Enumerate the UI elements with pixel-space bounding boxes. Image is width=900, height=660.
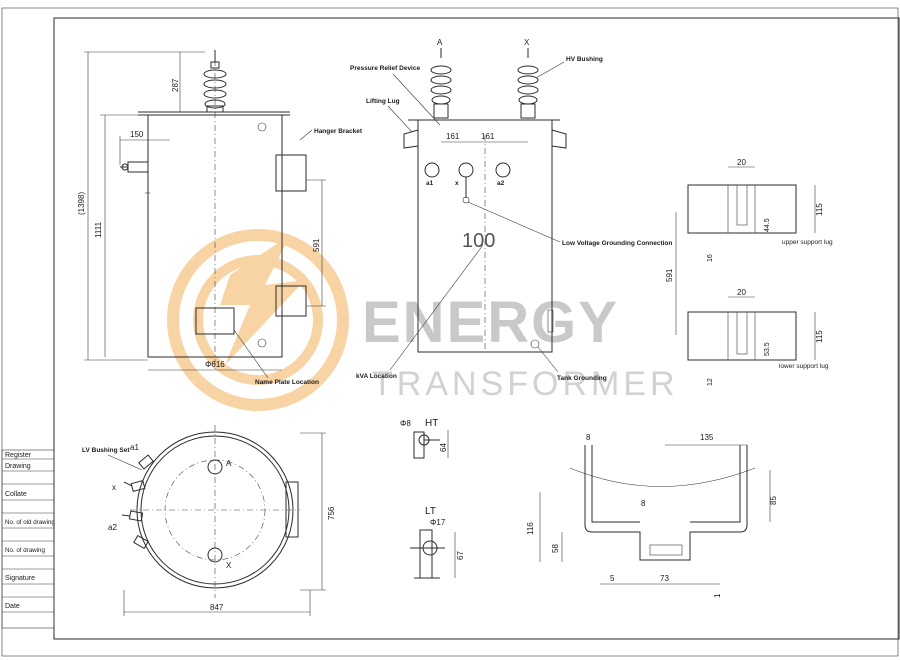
title-block: Register Drawing Collate No. of old draw… xyxy=(1,449,55,629)
title-row-register: Register xyxy=(5,452,32,459)
top-label-X: X xyxy=(226,561,232,570)
dim-right-161: 161 xyxy=(481,132,495,141)
dim-lug-height-upper: 115 xyxy=(815,203,824,216)
lt-height: 67 xyxy=(456,551,465,560)
watermark-line2: TRANSFORMER xyxy=(372,365,679,403)
lt-title: LT xyxy=(425,506,436,517)
sec-dim-8b: 8 xyxy=(641,499,646,508)
hv-terminal-X-top xyxy=(207,547,223,563)
ht-title: HT xyxy=(425,418,438,429)
top-view: A X LV Bushing Set a1 x a2 847 756 xyxy=(82,425,336,616)
label-lifting-lug: Lifting Lug xyxy=(366,98,400,105)
dim-diameter: Φ616 xyxy=(205,360,225,369)
lv-bushing-icon xyxy=(120,161,149,173)
dim-top-width: 847 xyxy=(210,603,224,612)
dim-lug-width-upper: 20 xyxy=(737,158,746,167)
label-name-plate: Name Plate Location xyxy=(255,379,319,386)
dim-lug-slot-upper: 44.5 xyxy=(764,218,771,232)
lt-dia: Φ17 xyxy=(430,518,446,527)
top-label-a1: a1 xyxy=(130,443,139,452)
dim-lug-height-lower: 115 xyxy=(815,330,824,343)
dim-lug-offset-upper: 16 xyxy=(707,254,714,262)
dim-tank-height: 1111 xyxy=(94,221,103,238)
title-row-date: Date xyxy=(5,603,20,610)
sec-dim-135: 135 xyxy=(700,433,714,442)
ht-dia: Φ8 xyxy=(400,419,411,428)
terminal-a2: a2 xyxy=(497,180,505,187)
lt-detail: LT Φ17 67 xyxy=(410,506,465,579)
title-row-signature: Signature xyxy=(5,575,35,582)
label-lv-grounding: Low Voltage Grounding Connection xyxy=(562,240,672,247)
sec-dim-5: 5 xyxy=(610,574,615,583)
front-view: A X a1 x a2 161 161 100 Pressure Relief … xyxy=(350,38,672,382)
kva-rating: 100 xyxy=(462,230,495,252)
hv-bushing-icon xyxy=(203,50,227,113)
title-row-old-drawing: No. of old drawing xyxy=(5,519,55,526)
hv-bushing-x-icon xyxy=(517,48,539,119)
title-row-drawing-no: No. of drawing xyxy=(5,547,45,554)
label-pressure-relief: Pressure Relief Device xyxy=(350,65,420,72)
outer-border xyxy=(1,7,899,657)
terminal-A: A xyxy=(437,38,443,47)
watermark: ENERGY TRANSFORMER xyxy=(167,229,679,411)
dim-lug-width-lower: 20 xyxy=(737,288,746,297)
sec-dim-8: 8 xyxy=(586,433,591,442)
name-plate xyxy=(195,307,235,335)
dim-bushing-height: 287 xyxy=(171,78,180,92)
sec-dim-58: 58 xyxy=(551,544,560,553)
dim-lug-offset-lower: 12 xyxy=(707,378,714,386)
top-label-x: x xyxy=(112,483,116,492)
dim-lug-slot-lower: 53.5 xyxy=(764,342,771,356)
label-hanger-bracket: Hanger Bracket xyxy=(314,128,363,135)
dim-lug-spacing: 591 xyxy=(665,268,674,282)
terminal-X: X xyxy=(524,38,530,47)
sec-dim-73: 73 xyxy=(660,574,669,583)
label-upper-lug: upper support lug xyxy=(782,239,833,246)
lv-bushing-set-icon xyxy=(121,454,154,550)
side-view: (1398) 1111 287 150 591 Φ616 Hanger Brac… xyxy=(77,50,363,386)
label-tank-grounding: Tank Grounding xyxy=(557,375,607,382)
top-label-lv-bushing: LV Bushing Set xyxy=(82,447,130,454)
top-label-A: A xyxy=(226,459,232,468)
inner-border xyxy=(53,17,900,640)
dim-overall-height: (1398) xyxy=(77,192,86,215)
label-lower-lug: lower support lug xyxy=(779,363,829,370)
label-hv-bushing: HV Bushing xyxy=(566,56,603,63)
dim-top-depth: 756 xyxy=(327,506,336,520)
dim-offset: 150 xyxy=(130,130,144,139)
terminal-a1: a1 xyxy=(426,180,434,187)
title-row-drawing: Drawing xyxy=(5,463,31,470)
label-kva-location: kVA Location xyxy=(356,373,397,380)
section-detail: 8 135 85 116 8 58 5 73 1 xyxy=(526,433,778,598)
ht-detail: HT Φ8 64 xyxy=(400,418,449,459)
dim-bracket-spacing: 591 xyxy=(312,238,321,252)
hanger-bracket-upper xyxy=(275,154,307,192)
top-label-a2: a2 xyxy=(108,523,117,532)
terminal-x: x xyxy=(455,180,459,187)
lightning-logo-icon xyxy=(167,229,349,411)
hanger-bracket-lower xyxy=(275,285,307,317)
title-row-collate: Collate xyxy=(5,491,27,498)
hv-terminal-A-top xyxy=(207,459,223,475)
hv-bushing-a-icon xyxy=(430,48,452,119)
watermark-line1: ENERGY xyxy=(362,290,619,355)
sec-dim-1: 1 xyxy=(713,593,722,598)
dim-left-161: 161 xyxy=(446,132,460,141)
lv-terminals xyxy=(424,162,511,204)
support-lugs: 20 115 44.5 16 upper support lug 20 115 … xyxy=(665,158,833,386)
sec-dim-85: 85 xyxy=(769,496,778,505)
sec-dim-116: 116 xyxy=(526,522,535,535)
ht-height: 64 xyxy=(439,443,448,452)
